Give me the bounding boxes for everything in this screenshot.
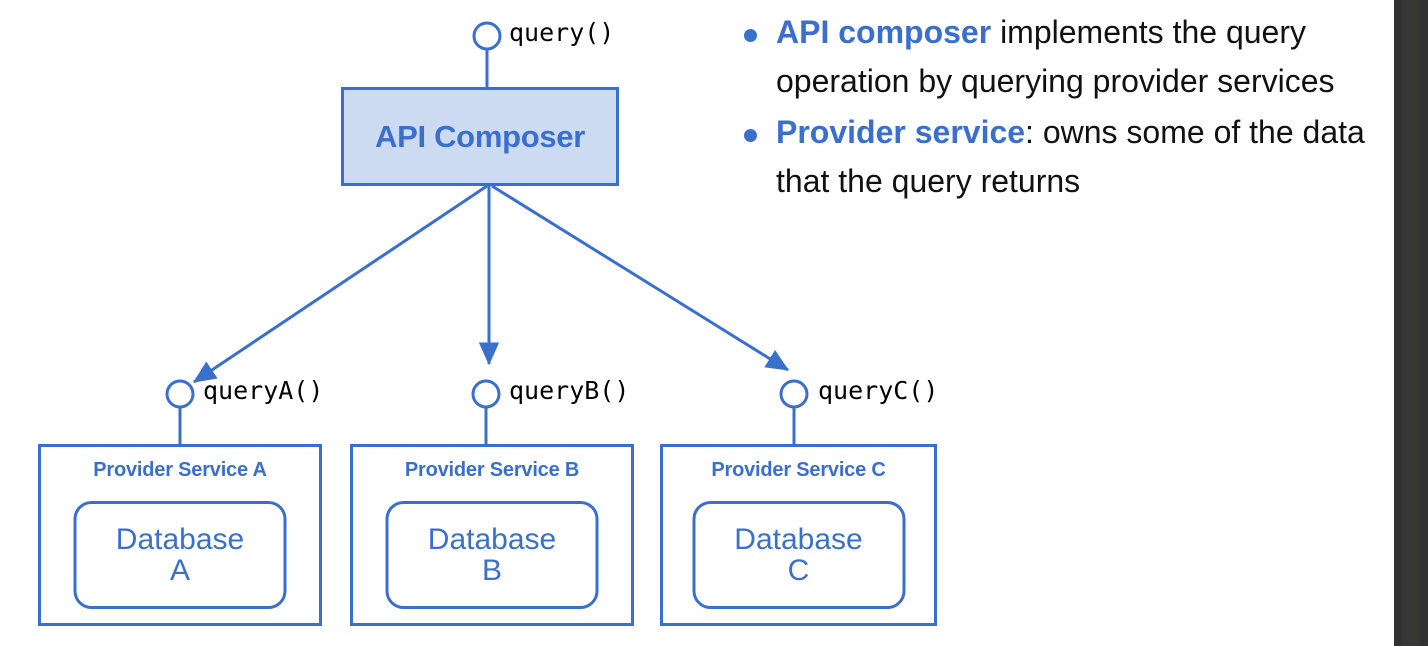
bullet-list-item: API composer implements the query operat… (720, 8, 1380, 106)
api-composer-diagram: query() queryA() queryB() queryC() API C… (38, 18, 939, 626)
bullet-dot-icon (744, 129, 757, 142)
provider-service-a-title: Provider Service A (93, 459, 267, 481)
provider-service-c-title: Provider Service C (711, 459, 886, 481)
right-edge-band-inner (1402, 0, 1420, 646)
database-c-label-line1: Database (734, 522, 863, 556)
lollipop-queryC (779, 379, 809, 446)
lollipop-queryA (165, 379, 195, 446)
database-b-label-line2: B (481, 554, 502, 587)
provider-service-b-title: Provider Service B (404, 459, 580, 481)
provider-service-b-node: Provider Service B Database B (350, 444, 634, 626)
right-edge-band (1394, 0, 1428, 646)
database-c-node: Database C (692, 501, 905, 609)
database-b-label-line1: Database (427, 522, 557, 556)
interface-label-queryA: queryA() (203, 376, 324, 405)
database-b-node: Database B (385, 501, 599, 609)
provider-service-c-node: Provider Service C Database C (660, 444, 937, 626)
database-c-label-line2: C (787, 554, 810, 587)
bullet-list: API composer implements the query operat… (720, 0, 1380, 206)
bullet-list-item: Provider service: owns some of the data … (720, 108, 1380, 206)
bullet-1-rest: : owns some of the data that the query r… (776, 114, 1365, 199)
bullet-0-rest: implements the query operation by queryi… (776, 14, 1335, 99)
database-a-label-line2: A (169, 554, 190, 587)
api-composer-node-label: API Composer (375, 118, 585, 154)
interface-label-queryC: queryC() (818, 376, 939, 405)
connector-arrows (193, 184, 790, 384)
provider-service-a-node: Provider Service A Database A (38, 444, 322, 626)
database-a-node: Database A (73, 501, 287, 609)
database-a-label-line1: Database (115, 522, 245, 556)
interface-label-queryB: queryB() (509, 376, 630, 405)
lollipop-query (472, 21, 502, 88)
diagram-connectors (165, 21, 809, 446)
bullet-0-strong: API composer (776, 14, 992, 50)
bullet-1-strong: Provider service (776, 114, 1026, 150)
interface-label-query: query() (509, 18, 615, 47)
bullet-dot-icon (744, 29, 757, 42)
lollipop-queryB (471, 379, 501, 446)
api-composer-node: API Composer (341, 87, 619, 186)
